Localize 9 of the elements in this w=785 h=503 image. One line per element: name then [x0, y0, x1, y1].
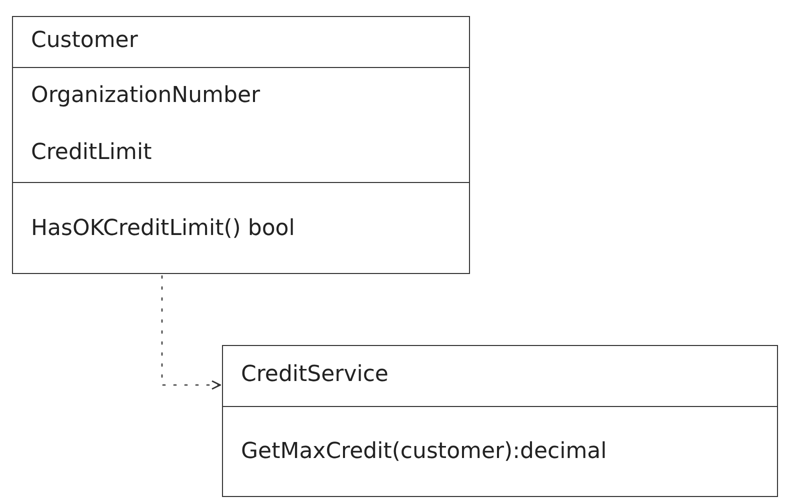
uml-class-box	[222, 345, 778, 497]
method: HasOKCreditLimit() bool	[31, 216, 295, 240]
method: GetMaxCredit(customer):decimal	[241, 439, 607, 464]
attribute: OrganizationNumber	[31, 82, 260, 108]
class-name: Customer	[31, 28, 138, 53]
uml-class-box	[12, 16, 470, 274]
attribute: CreditLimit	[31, 140, 152, 166]
class-name: CreditService	[241, 362, 388, 387]
dependency-arrow	[161, 275, 221, 390]
